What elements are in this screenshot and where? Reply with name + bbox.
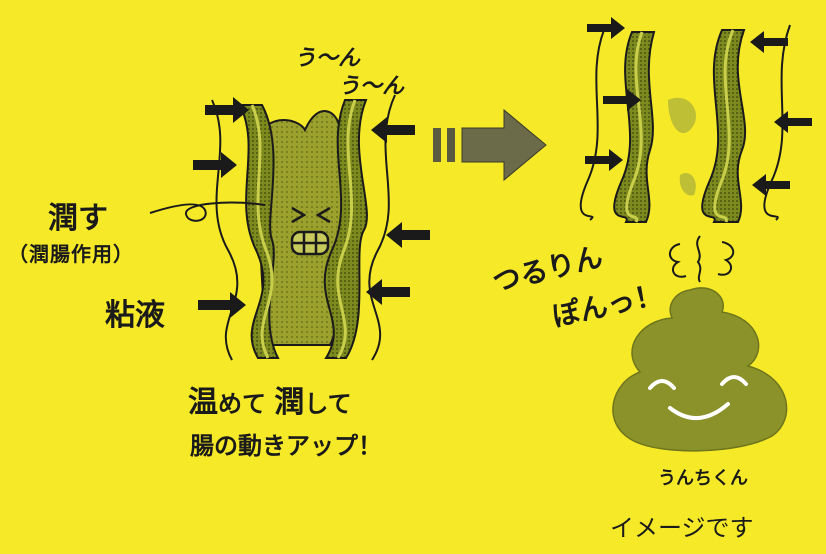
caption-warm: 温 (188, 385, 218, 420)
arrow-right-icon (585, 149, 623, 171)
squeeze-arrows-left (193, 97, 249, 318)
squeeze-arrows-after (585, 17, 812, 196)
intestine-wall-right (323, 99, 368, 359)
label-nenneki: 粘液 (105, 298, 165, 333)
eye-left (648, 379, 676, 390)
arrow-left-icon (774, 111, 812, 133)
caption-line-1: 温めて 潤して (188, 377, 352, 421)
label-uruosu: 潤す (48, 201, 108, 236)
label-image-note: イメージです (610, 514, 754, 542)
arrow-right-icon (198, 292, 246, 318)
arrow-right-icon (205, 97, 249, 123)
label-unchikun: うんちくん (658, 468, 748, 489)
arrow-right-icon (603, 89, 641, 111)
double-line-arrow-icon (433, 108, 547, 182)
caption-text-1: めて (218, 390, 275, 418)
label-uun-1: う〜ん (294, 46, 361, 71)
gas-puff-icon (669, 235, 735, 283)
intestine-after (579, 24, 791, 223)
arrow-left-icon (750, 31, 788, 53)
arrow-left-icon (366, 279, 410, 305)
leader-line (149, 201, 266, 222)
smile (668, 402, 730, 421)
label-junchou-sayou: （潤腸作用） (8, 242, 134, 266)
intestine-before (211, 94, 396, 361)
caption-moist: 潤 (274, 385, 305, 420)
arrow-right-icon (193, 152, 237, 178)
unchikun-character (612, 287, 788, 452)
caption-line-2: 腸の動きアップ！ (190, 432, 382, 460)
label-uun-2: う〜ん (338, 74, 405, 99)
arrow-right-icon (587, 17, 625, 39)
eye-right (720, 375, 748, 386)
arrow-left-icon (386, 222, 430, 248)
stool-face-strain (290, 206, 331, 256)
caption-text-2: して (304, 390, 352, 418)
squeeze-arrows-right (366, 117, 430, 305)
arrow-left-icon (752, 174, 790, 196)
arrow-left-icon (371, 117, 415, 143)
